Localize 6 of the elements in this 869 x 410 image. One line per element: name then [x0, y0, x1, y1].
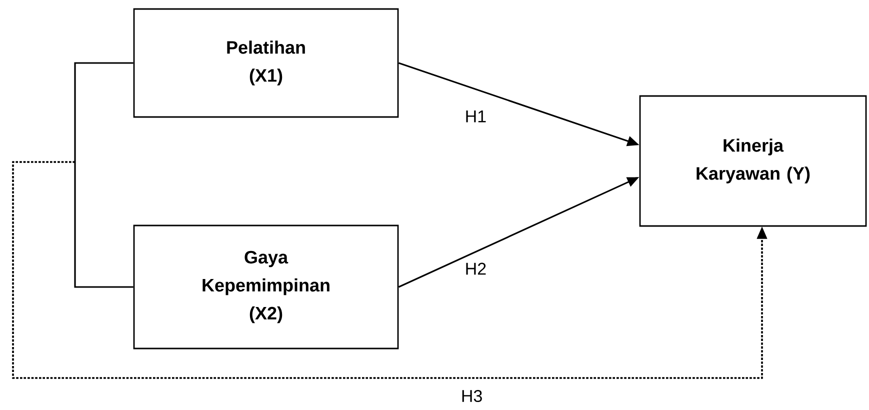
edge-label: H3 — [460, 388, 484, 404]
edge-label: H1 — [464, 110, 488, 124]
variable-box: Pelatihan (X1) — [133, 8, 399, 118]
variable-box: Kinerja Karyawan (Y) — [639, 95, 867, 227]
edge-label: H2 — [464, 262, 488, 276]
variable-box: Gaya Kepemimpinan (X2) — [133, 224, 399, 350]
